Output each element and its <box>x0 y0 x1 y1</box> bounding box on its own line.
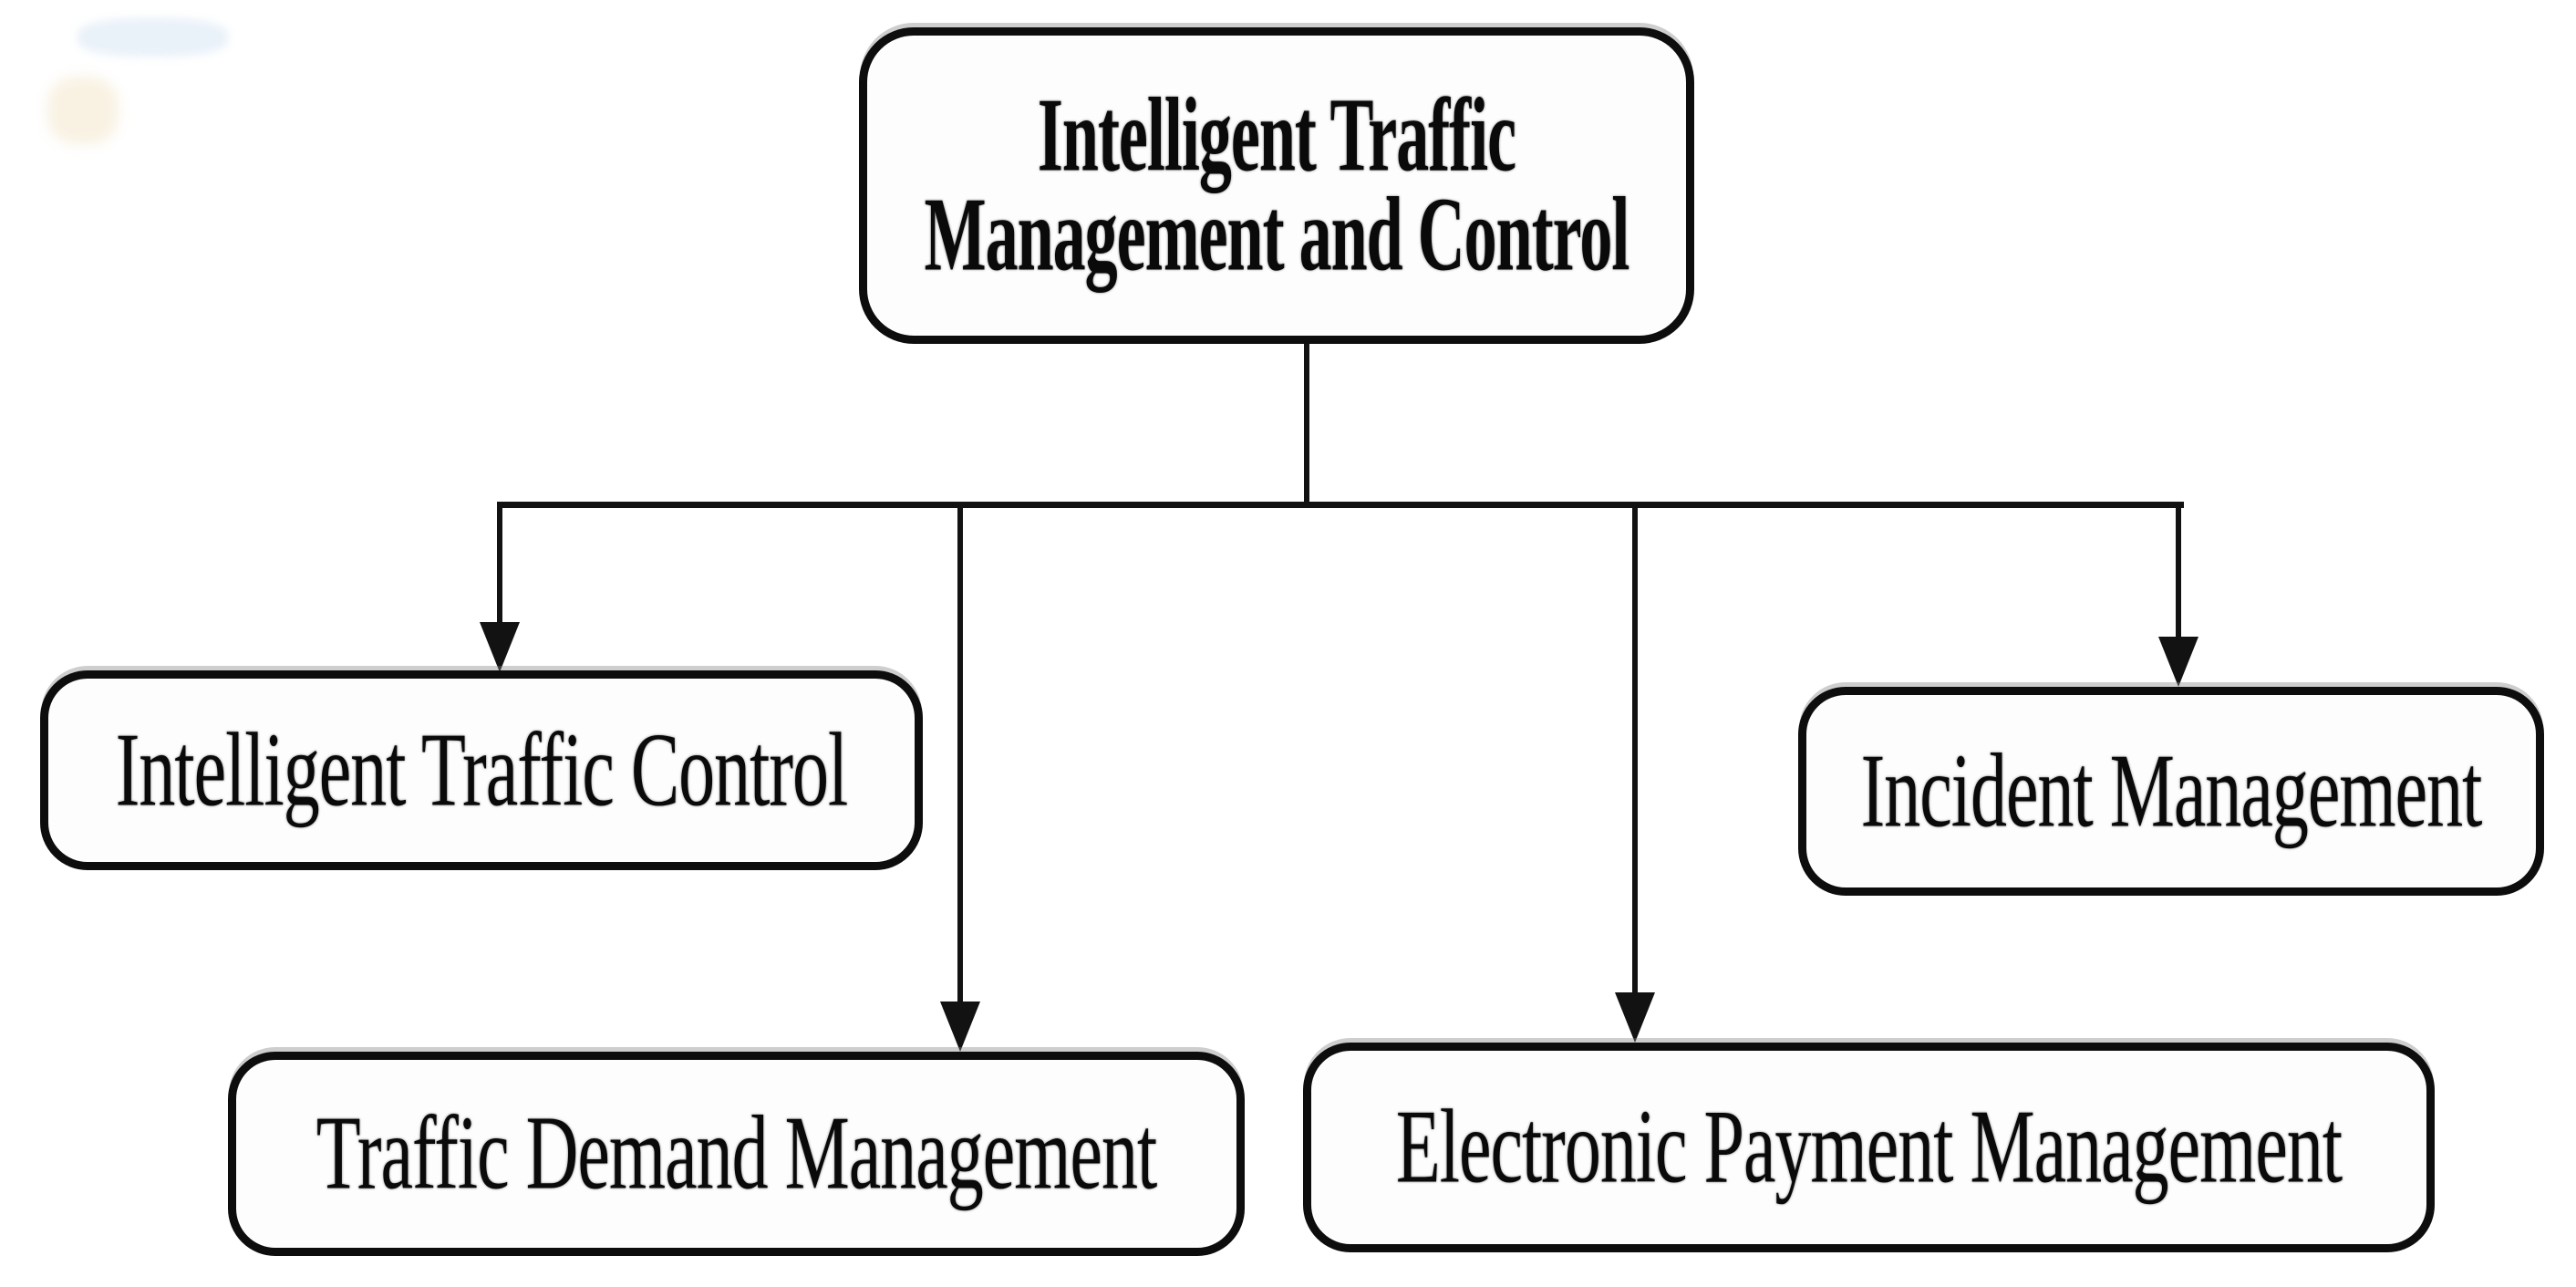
connector-drop-intelligent-traffic-control <box>497 504 502 626</box>
scan-smudge-blue <box>78 18 228 57</box>
arrowhead-traffic-demand-management <box>940 1002 980 1052</box>
arrowhead-electronic-payment-management <box>1615 992 1655 1043</box>
node-intelligent-traffic-control-label: Intelligent Traffic Control <box>115 711 849 829</box>
node-incident-management: Incident Management <box>1798 687 2544 896</box>
connector-drop-electronic-payment-management <box>1632 504 1638 995</box>
node-traffic-demand-management-label: Traffic Demand Management <box>316 1095 1157 1212</box>
node-root-label: Intelligent Traffic Management and Contr… <box>924 77 1630 293</box>
node-electronic-payment-management-label: Electronic Payment Management <box>1395 1089 2343 1206</box>
connector-drop-incident-management <box>2176 504 2181 638</box>
connector-drop-traffic-demand-management <box>957 504 963 1004</box>
connector-trunk <box>1304 344 1309 506</box>
node-incident-management-label: Incident Management <box>1860 732 2483 850</box>
scan-smudge-beige <box>47 77 119 144</box>
arrowhead-incident-management <box>2158 637 2198 687</box>
node-electronic-payment-management: Electronic Payment Management <box>1303 1043 2435 1252</box>
node-root: Intelligent Traffic Management and Contr… <box>859 27 1694 344</box>
arrowhead-intelligent-traffic-control <box>480 622 520 672</box>
node-intelligent-traffic-control: Intelligent Traffic Control <box>40 670 923 870</box>
node-traffic-demand-management: Traffic Demand Management <box>228 1052 1245 1256</box>
connector-distributor <box>497 502 2184 508</box>
